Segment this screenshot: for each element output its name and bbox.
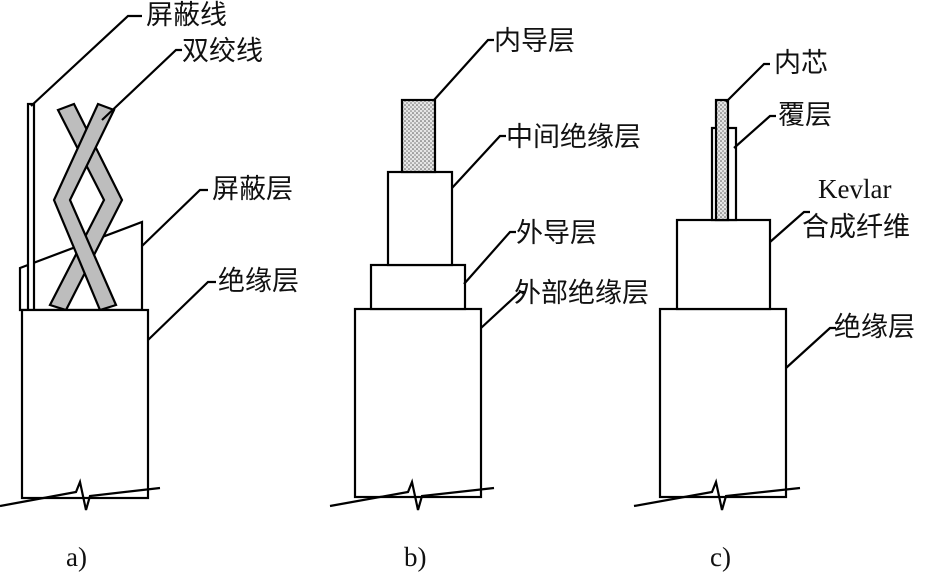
leader-twisted-pair (101, 48, 182, 121)
leader-insulation-a (147, 280, 216, 341)
leader-outer-conductor (463, 230, 516, 285)
leader-kevlar (769, 210, 810, 243)
outer-insulation-body (353, 307, 483, 499)
outer-conductor (369, 263, 467, 311)
label-kevlar-line1: Kevlar (818, 174, 891, 204)
caption-a: a) (66, 542, 87, 572)
leader-inner-conductor (433, 38, 494, 101)
leader-shield-layer (141, 188, 208, 247)
middle-insulation (386, 170, 454, 267)
label-insulation-a: 绝缘层 (218, 266, 299, 297)
insulation-body-a (20, 308, 150, 500)
panel-a: 屏蔽线 双绞线 屏蔽层 绝缘层 a) (0, 0, 299, 572)
shield-wire (26, 102, 36, 312)
panel-c: 内芯 覆层 Kevlar 合成纤维 绝缘层 c) (633, 48, 915, 572)
label-outer-conductor: 外导层 (516, 218, 597, 249)
caption-c: c) (710, 542, 731, 572)
leader-insulation-c (785, 326, 836, 369)
label-inner-conductor: 内导层 (494, 26, 575, 57)
break-line-a (0, 478, 161, 511)
caption-b: b) (404, 542, 427, 572)
inner-core (714, 98, 730, 222)
label-kevlar-line2: 合成纤维 (802, 212, 910, 243)
label-insulation-c: 绝缘层 (834, 312, 915, 343)
insulation-body-c (658, 307, 788, 499)
leader-shield-wire (30, 14, 142, 107)
leader-cladding (733, 114, 776, 149)
label-shield-wire: 屏蔽线 (146, 0, 227, 31)
leader-middle-insulation (451, 134, 506, 189)
label-inner-core: 内芯 (774, 48, 828, 79)
label-shield-layer: 屏蔽层 (212, 174, 293, 205)
label-twisted-pair: 双绞线 (182, 36, 263, 67)
break-line-c (633, 478, 801, 511)
panel-b: 内导层 中间绝缘层 外导层 外部绝缘层 b) (329, 26, 649, 572)
label-middle-insulation: 中间绝缘层 (506, 122, 641, 153)
label-outer-insulation: 外部绝缘层 (514, 278, 649, 309)
kevlar-fiber-layer (675, 218, 772, 311)
leader-inner-core (725, 62, 770, 103)
leader-outer-insulation (480, 290, 526, 329)
label-cladding: 覆层 (778, 100, 832, 131)
inner-conductor (400, 98, 437, 174)
break-line-b (329, 478, 495, 511)
